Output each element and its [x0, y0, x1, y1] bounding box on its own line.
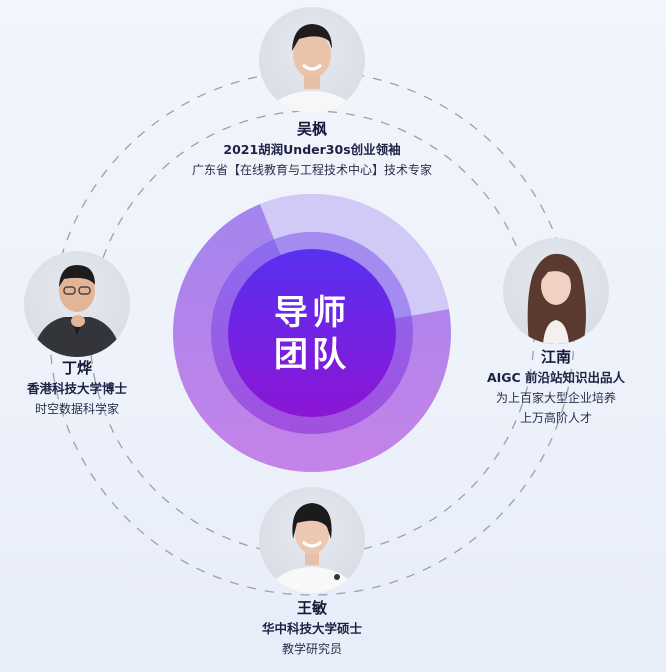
emblem-title-line2: 团队: [274, 335, 350, 375]
mentor-title: 华中科技大学硕士: [261, 621, 363, 636]
portrait-bottom-mentor: [259, 487, 365, 593]
mentor-card-top: 吴枫 2021胡润Under30s创业领袖 广东省【在线教育与工程技术中心】技术…: [192, 119, 432, 180]
mentor-team-emblem: 导师 团队: [173, 193, 451, 472]
concentric-rings-graphic: [173, 193, 451, 472]
mentor-card-right: 江南 AIGC 前沿站知识出品人 为上百家大型企业培养 上万高阶人才: [487, 347, 625, 428]
mentor-name: 江南: [540, 348, 571, 366]
mentor-description: 广东省【在线教育与工程技术中心】技术专家: [191, 163, 433, 177]
mentor-title: 香港科技大学博士: [26, 381, 128, 396]
mentor-name: 丁烨: [61, 359, 93, 377]
portrait-left-mentor: [24, 251, 130, 357]
person-avatar-icon: [268, 24, 356, 113]
mentor-description: 上万高阶人才: [519, 411, 592, 425]
portrait-right-mentor: [503, 238, 609, 344]
emblem-title-line1: 导师: [274, 293, 350, 333]
person-avatar-icon: [32, 265, 122, 357]
mentor-description: 时空数据科学家: [34, 402, 120, 416]
mentor-description: 教学研究员: [281, 642, 343, 656]
person-avatar-icon: [527, 253, 586, 344]
mentor-name: 吴枫: [296, 120, 328, 138]
mentor-card-bottom: 王敏 华中科技大学硕士 教学研究员: [262, 598, 362, 659]
person-avatar-icon: [266, 503, 358, 593]
mentor-card-left: 丁烨 香港科技大学博士 时空数据科学家: [27, 358, 127, 419]
mentor-title: AIGC 前沿站知识出品人: [486, 370, 626, 385]
portrait-top-mentor: [259, 7, 365, 113]
mentor-description: 为上百家大型企业培养: [495, 391, 616, 405]
mentor-name: 王敏: [296, 599, 328, 617]
mentor-title: 2021胡润Under30s创业领袖: [223, 142, 401, 157]
